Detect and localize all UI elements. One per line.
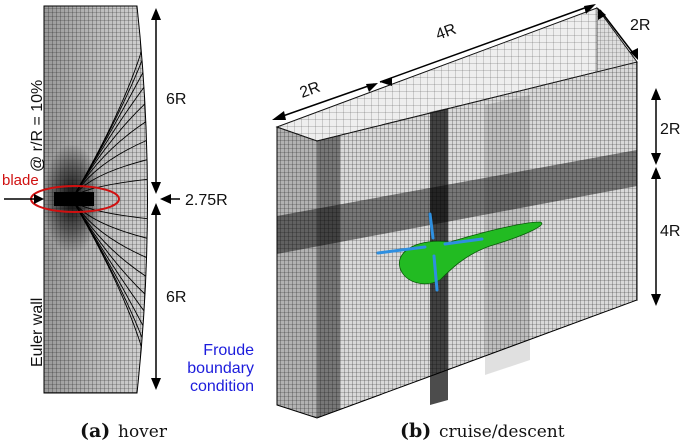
euler-wall-label: Euler wall [29,298,46,367]
arrow-bottom-up [151,203,161,215]
froude-line-2: boundary [187,360,254,377]
arrow-mid-left [160,194,171,204]
dim-bottom-6r: 6R [166,289,186,306]
dim-top-left-2r: 2R [298,79,323,102]
top-dimension-arrows [279,5,634,118]
blade-label: blade [2,172,39,189]
caption-a-text: hover [118,422,168,442]
dim-right-2r: 2R [660,121,680,138]
froude-line-3: condition [190,378,254,395]
dim-right-4r: 4R [660,223,680,240]
caption-b-text: cruise/descent [439,422,565,442]
panel-a-hover: blade @ r/R = 10% Euler wall 6R 2.75R 6R… [2,5,254,442]
dim-mid-275r: 2.75R [185,192,228,209]
caption-b-letter: (b) [400,420,431,442]
dim-top-right-2r: 2R [630,17,650,34]
panel-b-cruise-descent: 2R 4R 2R 2R 4R (b) cruise/descent [272,4,680,442]
dim-top-6r: 6R [166,91,186,108]
caption-a: (a) hover [80,420,168,442]
froude-line-1: Froude [203,342,254,359]
caption-b: (b) cruise/descent [400,420,565,442]
arrow-bottom-down [151,378,161,390]
dim-top-mid-4r: 4R [434,21,459,44]
hover-mesh [44,6,148,393]
caption-a-letter: (a) [80,420,110,442]
rotor-blades [376,212,484,292]
arrow-top-up [151,8,161,20]
arrow-top-down [151,182,161,194]
slice-label: @ r/R = 10% [29,80,46,172]
